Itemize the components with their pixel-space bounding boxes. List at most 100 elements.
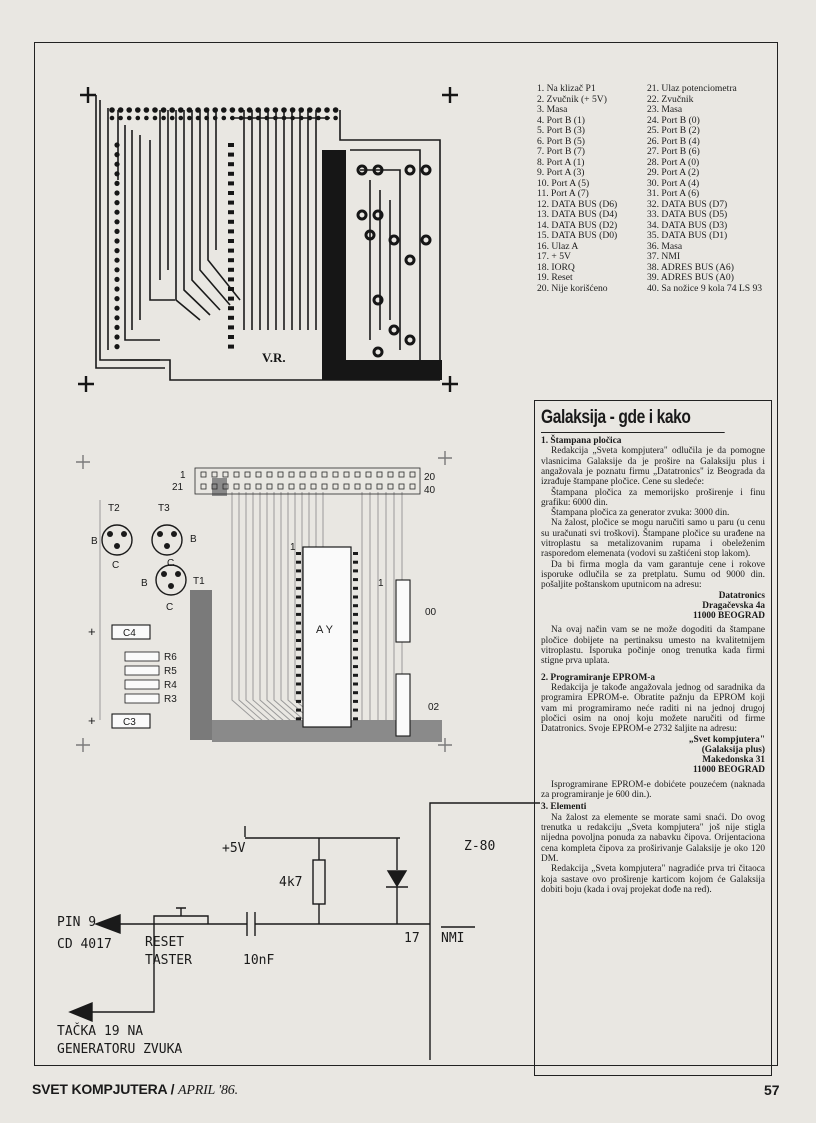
footer-issue: APRIL '86.: [178, 1083, 238, 1098]
ic-pin: [353, 586, 358, 590]
label-generator: GENERATORU ZVUKA: [57, 1042, 182, 1057]
label-t1: T1: [193, 576, 205, 587]
pin-list-item: 34. DATA BUS (D3): [647, 219, 728, 231]
pcb-pad: [178, 107, 184, 113]
pin-list-item: 32. DATA BUS (D7): [647, 198, 728, 210]
pin-list-item: 40. Sa nožice 9 kola 74 LS 93: [647, 282, 763, 294]
pin-list-item: 38. ADRES BUS (A6): [647, 261, 734, 273]
pcb-pad: [228, 181, 234, 186]
label-ay: A Y: [316, 624, 334, 636]
label-r6: R6: [164, 652, 177, 663]
ic-pin: [353, 691, 358, 695]
pcb-pad: [228, 229, 234, 234]
pcb-pad: [324, 115, 330, 121]
pcb-pad: [114, 209, 120, 215]
pcb-pad: [289, 107, 296, 113]
pcb-pad: [114, 180, 120, 186]
pcb-crosshairs: [78, 87, 458, 392]
label-chip-pin1: 1: [378, 578, 384, 589]
pcb-pad: [221, 107, 227, 113]
pcb-pad: [152, 115, 158, 121]
pcb-pad: [152, 107, 158, 113]
pin-list-item: 11. Port A (7): [537, 188, 589, 199]
label-c-3: C: [166, 602, 173, 613]
pcb-pad: [178, 115, 184, 121]
address-line: Makedonska 31: [702, 755, 765, 766]
pcb-pad: [247, 115, 252, 121]
pcb-pad: [255, 107, 261, 113]
pcb-pad: [143, 107, 150, 113]
pcb-pad: [186, 107, 193, 113]
pcb-pad: [114, 334, 120, 340]
page-frame: [34, 42, 778, 1066]
pcb-pad: [161, 115, 166, 121]
pin-list-item: 39. ADRES BUS (A0): [647, 272, 734, 283]
ic-pin: [353, 552, 358, 555]
pin-list-item: 9. Port A (3): [537, 167, 585, 178]
connector-pad: [343, 483, 350, 490]
label-c3: C3: [123, 717, 136, 728]
pcb-pad: [324, 107, 330, 113]
ic-pin: [296, 708, 301, 712]
pcb-pad: [356, 209, 368, 221]
pcb-pad: [228, 315, 234, 320]
connector-pad: [222, 471, 229, 478]
footer-magazine-name: SVET KOMPJUTERA /: [32, 1081, 175, 1097]
pcb-pad: [420, 234, 432, 246]
address-line: (Galaksija plus): [701, 744, 765, 755]
pin-list-item: 10. Port A (5): [537, 177, 590, 189]
pcb-pad: [228, 191, 234, 195]
address-datatronics: Datatronics Dragačevska 4a 11000 BEOGRAD: [541, 591, 765, 622]
pcb-pad: [228, 200, 234, 205]
ic-pin: [296, 560, 301, 564]
connector-pad: [332, 471, 339, 478]
pin-list-item: 36. Masa: [647, 240, 683, 252]
connector-pad: [376, 471, 383, 478]
pin-list-item: 18. IORQ: [537, 261, 575, 273]
pcb-pad: [126, 107, 132, 113]
pcb-pad: [114, 142, 120, 148]
connector-pad: [211, 483, 218, 490]
label-pin17: 17: [404, 931, 420, 946]
pcb-pad: [114, 324, 120, 330]
pcb-pad: [228, 277, 234, 282]
ic-pin: [353, 656, 358, 660]
connector-pad: [255, 483, 262, 490]
connector-pad: [277, 471, 284, 478]
pcb-pad: [228, 239, 234, 243]
pcb-pad: [404, 164, 416, 176]
label-ay-pin1: 1: [290, 542, 296, 553]
pcb-pad: [228, 325, 234, 330]
schematic-wires: [68, 802, 540, 1060]
ic-pin: [296, 552, 301, 555]
s1-paragraph-2: Štampana pločica za memorijsko proširenj…: [541, 487, 765, 508]
pin-list-item: 5. Port B (3): [537, 125, 585, 136]
pcb-pad: [228, 335, 234, 339]
pcb-pad: [109, 115, 115, 121]
pcb-pad: [160, 107, 167, 113]
label-02: 02: [428, 702, 440, 713]
ic-pin: [353, 578, 358, 582]
connector-pad: [233, 483, 240, 490]
ic-pin: [353, 647, 358, 651]
label-r5: R5: [164, 666, 177, 677]
pcb-pad: [388, 324, 400, 336]
connector-pad: [332, 483, 339, 490]
pin-list-item: 23. Masa: [647, 104, 683, 115]
pcb-pad: [114, 200, 120, 206]
pcb-pad: [372, 164, 384, 176]
pin-list-item: 37. NMI: [647, 251, 681, 262]
ic-pin: [296, 578, 301, 582]
label-tacka: TAČKA 19 NA: [57, 1023, 143, 1039]
layout-trace: [238, 492, 280, 736]
pin-list-item: 21. Ulaz potenciometra: [647, 83, 737, 94]
pcb-pad: [228, 296, 234, 301]
pcb-pad: [228, 344, 234, 349]
connector-pad: [255, 471, 262, 478]
pcb-pad: [315, 107, 322, 113]
pin-list-item: 17. + 5V: [537, 251, 571, 262]
pin-list-item: 2. Zvučnik (+ 5V): [537, 93, 607, 105]
connector-pad: [310, 471, 317, 478]
